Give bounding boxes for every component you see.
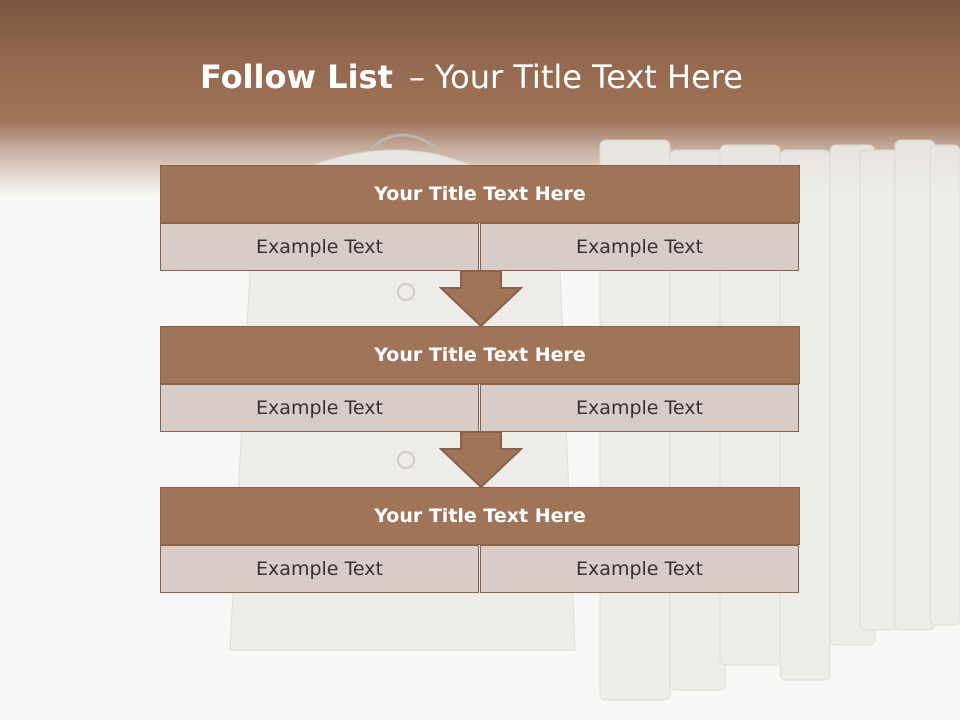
block-cell-right: Example Text bbox=[480, 384, 799, 432]
list-block-2: Your Title Text Here Example Text Exampl… bbox=[160, 326, 800, 432]
slide-title-bold: Follow List bbox=[200, 58, 393, 96]
list-block-3: Your Title Text Here Example Text Exampl… bbox=[160, 487, 800, 593]
block-cell-right: Example Text bbox=[480, 545, 799, 593]
block-cell-left: Example Text bbox=[160, 545, 479, 593]
block-title: Your Title Text Here bbox=[160, 165, 800, 223]
down-arrow-icon bbox=[439, 270, 523, 328]
block-title: Your Title Text Here bbox=[160, 487, 800, 545]
block-cell-right: Example Text bbox=[480, 223, 799, 271]
block-cell-left: Example Text bbox=[160, 223, 479, 271]
slide-title-separator: – bbox=[408, 58, 425, 96]
list-block-1: Your Title Text Here Example Text Exampl… bbox=[160, 165, 800, 271]
block-cell-left: Example Text bbox=[160, 384, 479, 432]
slide-title: Follow List–Your Title Text Here bbox=[200, 52, 743, 102]
down-arrow-icon bbox=[439, 431, 523, 489]
block-title: Your Title Text Here bbox=[160, 326, 800, 384]
slide-title-rest: Your Title Text Here bbox=[434, 58, 743, 96]
